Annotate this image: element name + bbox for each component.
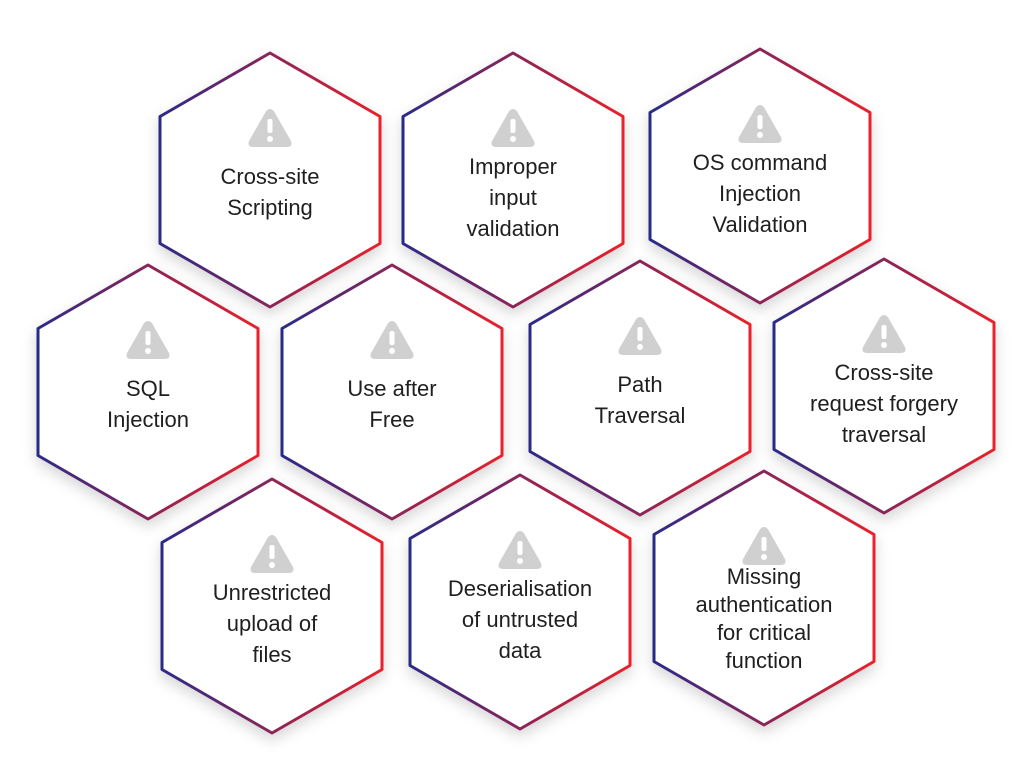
hexagon-label-line: input: [489, 185, 537, 210]
hexagon-label-line: validation: [467, 216, 560, 241]
warning-triangle-icon: [498, 531, 542, 569]
warning-triangle-icon: [862, 315, 906, 353]
hexagon-outline: [36, 263, 260, 521]
hexagon-deserialisation: Deserialisation of untrusted data: [408, 473, 632, 731]
hexagon-outline: [652, 469, 876, 727]
hexagon-label-line: Unrestricted: [213, 580, 332, 605]
warning-triangle-icon: [618, 317, 662, 355]
hexagon-label-line: Use after: [347, 376, 436, 401]
hexagon-label: SQL Injection: [107, 376, 189, 432]
hexagon-missing-authentication: Missing authentication for critical functio…: [652, 469, 876, 727]
hexagon-label-line: Cross-site: [220, 164, 319, 189]
hexagon-label-line: SQL: [126, 376, 170, 401]
hexagon-label-line: of untrusted: [462, 607, 578, 632]
hexagon-label-line: Injection: [107, 407, 189, 432]
warning-triangle-icon: [248, 109, 292, 147]
hexagon-outline: [528, 259, 752, 517]
hexagon-label-line: Improper: [469, 154, 557, 179]
hexagon-label-line: authentication: [696, 592, 833, 617]
hexagon-label-line: Injection: [719, 181, 801, 206]
hexagon-label-line: Deserialisation: [448, 576, 592, 601]
hexagon-unrestricted-upload: Unrestricted upload of files: [160, 477, 384, 735]
hexagon-label-line: OS command: [693, 150, 828, 175]
hexagon-outline: [648, 47, 872, 305]
hexagon-label-line: for critical: [717, 620, 811, 645]
warning-triangle-icon: [742, 527, 786, 565]
hexagon-outline: [772, 257, 996, 515]
hexagon-label-line: upload of: [227, 611, 318, 636]
hexagon-outline: [408, 473, 632, 731]
hexagon-outline: [401, 51, 625, 309]
hexagon-label-line: Scripting: [227, 195, 313, 220]
hexagon-csrf: Cross-site request forgery traversal: [772, 257, 996, 515]
hexagon-label-line: Traversal: [595, 403, 686, 428]
hexagon-label: Unrestricted upload of files: [213, 580, 332, 667]
hexagon-label-line: Path: [617, 372, 662, 397]
warning-triangle-icon: [491, 109, 535, 147]
hexagon-label-line: Missing: [727, 564, 802, 589]
hexagon-label-line: Validation: [713, 212, 808, 237]
hexagon-label: Cross-site request forgery traversal: [810, 360, 958, 447]
hexagon-outline: [280, 263, 504, 521]
warning-triangle-icon: [738, 105, 782, 143]
hexagon-label-line: function: [725, 648, 802, 673]
hexagon-label-line: traversal: [842, 422, 926, 447]
hexagon-label: Deserialisation of untrusted data: [448, 576, 592, 663]
hexagon-label-line: Free: [369, 407, 414, 432]
hexagon-label-line: Cross-site: [834, 360, 933, 385]
hexagon-sql-injection: SQL Injection: [36, 263, 260, 521]
warning-triangle-icon: [370, 321, 414, 359]
hexagon-improper-input-validation: Improper input validation: [401, 51, 625, 309]
hexagon-outline: [158, 51, 382, 309]
hexagon-label-line: request forgery: [810, 391, 958, 416]
hexagon-label: Missing authentication for critical functio…: [696, 564, 833, 673]
hexagon-outline: [160, 477, 384, 735]
hexagon-label-line: data: [499, 638, 543, 663]
hexagon-label: Improper input validation: [467, 154, 560, 241]
warning-triangle-icon: [126, 321, 170, 359]
hexagon-label-line: files: [252, 642, 291, 667]
warning-triangle-icon: [250, 535, 294, 573]
